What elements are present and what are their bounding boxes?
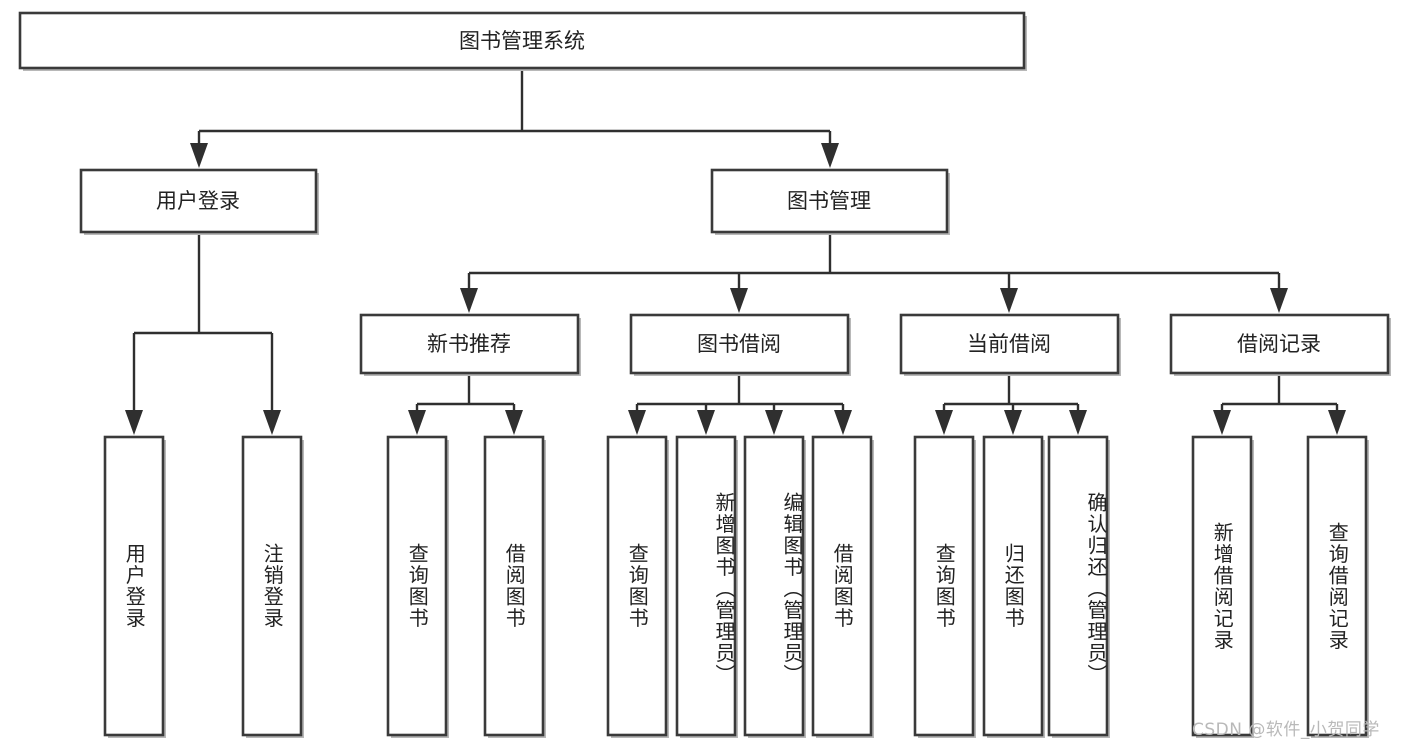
node-leaf-query-book-3-box[interactable] [913,435,975,737]
node-leaf-user-login-box[interactable] [103,435,165,737]
node-book-manage-label: 图书管理 [787,189,871,213]
node-root-box[interactable] [18,11,1026,70]
arrowhead-leaf-add-book [697,410,715,435]
node-leaf-add-record-box[interactable] [1191,435,1253,737]
node-leaf-query-book-2-box[interactable] [606,435,668,737]
arrowhead-leaf-edit-book [765,410,783,435]
node-book-borrow-label: 图书借阅 [697,332,781,356]
arrowhead-leaf-query-record [1328,410,1346,435]
node-book-borrow-box[interactable] [629,313,850,375]
node-borrow-record-box[interactable] [1169,313,1390,375]
node-group: 图书管理系统 用户登录 图书管理 新书推荐 图书借阅 当前借阅 借阅记录 [18,11,1391,738]
node-leaf-query-record-box[interactable] [1306,435,1368,737]
arrowhead-leaf-query-book-1 [408,410,426,435]
arrowhead-new-book-rec [460,288,478,313]
node-leaf-edit-book-box[interactable] [743,435,805,737]
node-leaf-confirm-return-box[interactable] [1047,435,1109,737]
node-book-manage-box[interactable] [710,168,949,234]
node-leaf-query-book-1-box[interactable] [386,435,448,737]
arrowhead-leaf-add-record [1213,410,1231,435]
node-current-borrow-box[interactable] [899,313,1120,375]
node-leaf-borrow-book-1-box[interactable] [483,435,545,737]
arrowhead-leaf-user-login [125,410,143,435]
arrowhead-leaf-user-logout [263,410,281,435]
node-current-borrow-label: 当前借阅 [967,332,1051,356]
node-new-book-rec-label: 新书推荐 [427,332,511,356]
node-borrow-record-label: 借阅记录 [1237,332,1321,356]
csdn-watermark: CSDN @软件_小贺同学 [1192,720,1380,740]
node-leaf-add-book-box[interactable] [675,435,737,737]
node-leaf-return-book-box[interactable] [982,435,1044,737]
arrowhead-leaf-confirm-return [1069,410,1087,435]
arrowhead-book-manage [821,143,839,168]
node-root-label: 图书管理系统 [459,29,585,53]
arrowhead-leaf-query-book-3 [935,410,953,435]
arrowhead-leaf-query-book-2 [628,410,646,435]
arrowhead-user-login [190,143,208,168]
node-user-login-box[interactable] [79,168,318,234]
arrowhead-leaf-return-book [1004,410,1022,435]
node-leaf-user-logout-box[interactable] [241,435,303,737]
node-user-login-label: 用户登录 [156,189,240,213]
node-new-book-rec-box[interactable] [359,313,580,375]
node-leaf-borrow-book-2-box[interactable] [811,435,873,737]
arrowhead-borrow-record [1270,288,1288,313]
arrowhead-book-borrow [730,288,748,313]
arrowhead-leaf-borrow-book-1 [505,410,523,435]
connector-group [125,68,1346,435]
arrowhead-leaf-borrow-book-2 [834,410,852,435]
arrowhead-current-borrow [1000,288,1018,313]
